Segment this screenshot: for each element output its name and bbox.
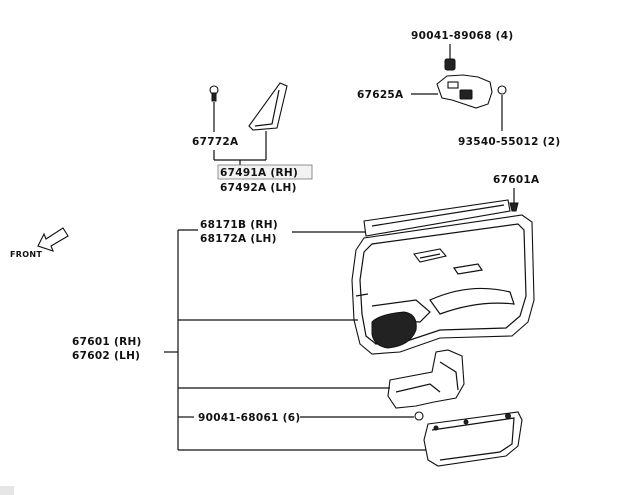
label-front: FRONT — [10, 250, 42, 259]
inner-bracket — [387, 349, 465, 409]
upper-trim-strip: 68171B (RH) 68172A (LH) — [200, 199, 511, 245]
door-pocket — [423, 411, 523, 467]
door-panel — [351, 214, 535, 355]
speaker-grille — [371, 311, 417, 349]
label-67492A-LH: 67492A (LH) — [220, 182, 297, 194]
label-90041-89068: 90041-89068 (4) — [411, 30, 513, 42]
bracket-assembly: 90041-89068 (4) 67625A 93540-55012 (2) — [357, 30, 560, 148]
label-67601-RH: 67601 (RH) — [72, 336, 142, 348]
screw-93540-55012 — [497, 85, 507, 95]
label-67602-LH: 67602 (LH) — [72, 350, 140, 362]
label-67601A: 67601A — [493, 174, 540, 186]
main-leader-lines — [164, 229, 426, 451]
label-68171B-RH: 68171B (RH) — [200, 219, 278, 231]
label-67625A: 67625A — [357, 89, 404, 101]
highlight-box — [217, 164, 313, 180]
front-indicator: FRONT — [10, 227, 69, 259]
pocket-assembly — [414, 411, 523, 467]
trim-strip-68171B — [363, 199, 511, 237]
screw-67601A-group: 67601A — [493, 174, 540, 212]
label-93540-55012: 93540-55012 (2) — [458, 136, 560, 148]
label-90041-68061: 90041-68061 (6) — [198, 412, 300, 424]
front-arrow-icon — [37, 227, 69, 252]
label-67491A-RH: 67491A (RH) — [220, 167, 298, 179]
mirror-cover-assembly: 67772A 67491A (RH) 67492A (LH) — [192, 82, 313, 194]
mirror-cover-67491A — [248, 82, 288, 131]
lower-bracket — [387, 349, 465, 409]
screw-67601A — [509, 202, 519, 212]
clip-90041-68061 — [414, 411, 424, 421]
clip-90041-89068 — [444, 58, 456, 71]
corner-mark — [0, 486, 14, 495]
label-68172A-LH: 68172A (LH) — [200, 233, 277, 245]
label-67772A: 67772A — [192, 136, 239, 148]
